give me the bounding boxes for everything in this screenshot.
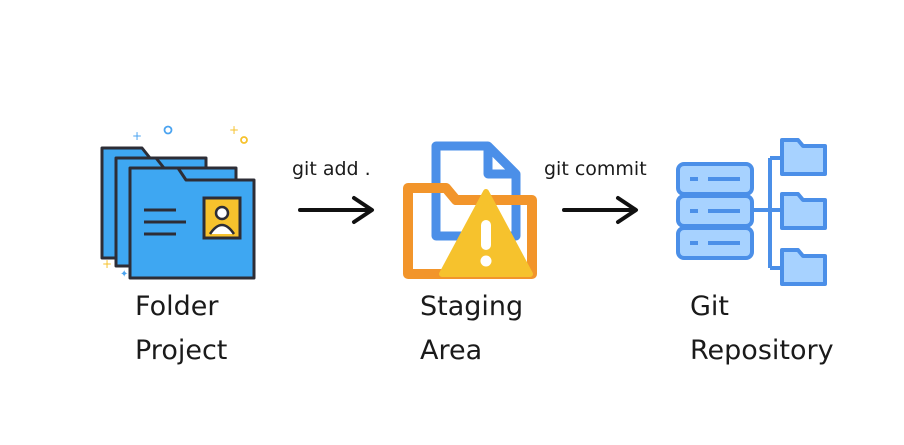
- label-line: Git: [690, 291, 730, 322]
- label-line: Staging: [420, 291, 524, 322]
- svg-text:+: +: [132, 129, 142, 143]
- svg-text:+: +: [102, 257, 112, 271]
- staging-area-icon: [398, 140, 548, 280]
- git-commit-label: git commit: [544, 158, 647, 180]
- folder-project-label: Folder Project: [135, 285, 227, 373]
- label-line: Area: [420, 335, 483, 366]
- folder-project-icon: + + + ✦: [96, 120, 266, 280]
- git-repository-icon: [670, 130, 845, 295]
- svg-text:✦: ✦: [120, 269, 128, 280]
- git-add-label: git add .: [292, 158, 371, 180]
- git-repository-label: Git Repository: [690, 285, 834, 373]
- label-line: Project: [135, 335, 228, 366]
- arrow-right-icon: [298, 195, 378, 225]
- arrow-right-icon: [562, 195, 642, 225]
- label-line: Folder: [135, 291, 219, 322]
- staging-area-label: Staging Area: [420, 285, 523, 373]
- svg-text:+: +: [229, 123, 239, 137]
- label-line: Repository: [690, 335, 834, 366]
